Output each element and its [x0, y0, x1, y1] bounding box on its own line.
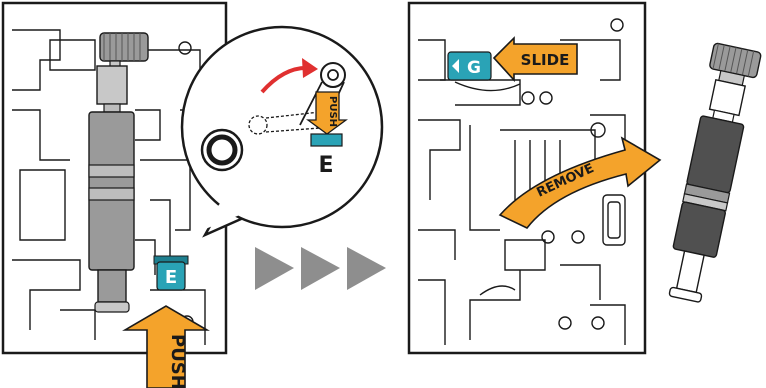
roller-shaft-end	[202, 130, 242, 170]
callout-push-label: PUSH	[327, 96, 338, 127]
latch-e-letter: E	[165, 267, 177, 288]
panel-1-printer-interior: E PUSH	[3, 3, 226, 388]
chevron-right-icon	[347, 247, 386, 290]
chevron-right-icon	[255, 247, 294, 290]
removed-roller-icon	[661, 43, 761, 304]
latch-g-letter: G	[467, 58, 481, 78]
triple-chevron-right-icon	[255, 247, 386, 290]
panel-2-printer-interior: G SLIDE REMOVE	[409, 3, 660, 353]
chevron-right-icon	[301, 247, 340, 290]
latch-e-badge[interactable]: E	[154, 256, 188, 290]
callout-latch-tab	[311, 134, 342, 146]
push-label: PUSH	[167, 334, 188, 388]
slide-label: SLIDE	[521, 51, 570, 69]
callout-latch-letter: E	[318, 153, 333, 178]
